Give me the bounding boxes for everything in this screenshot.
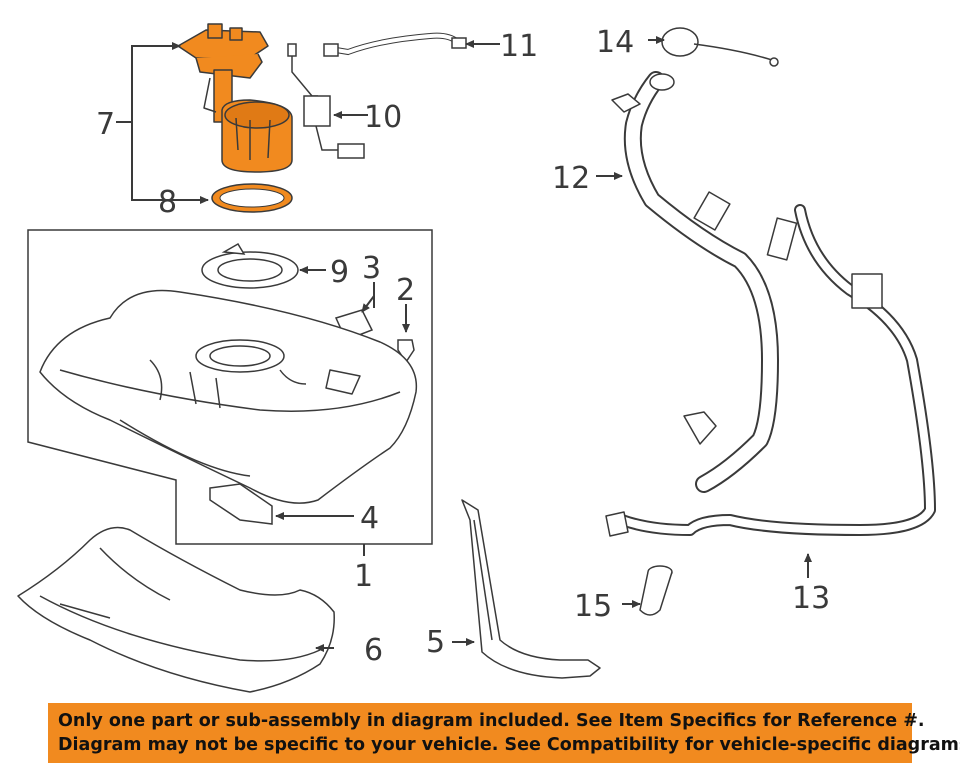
heat-shield	[17, 526, 335, 693]
callout-9: 9	[330, 255, 349, 290]
callout-12: 12	[552, 161, 590, 196]
bottom-pad	[209, 483, 273, 525]
fuel-tank	[39, 289, 418, 504]
callout-8: 8	[158, 185, 177, 220]
fill-funnel	[639, 565, 673, 616]
notice-line-1: Only one part or sub-assembly in diagram…	[58, 711, 925, 731]
pump-seal-ring	[211, 183, 293, 213]
callout-3: 3	[362, 251, 381, 286]
tank-strap	[461, 499, 601, 679]
retaining-clip	[397, 339, 415, 364]
callout-11: 11	[500, 29, 538, 64]
notice-banner: Only one part or sub-assembly in diagram…	[48, 703, 960, 763]
filler-pipe	[611, 71, 779, 493]
callout-1: 1	[354, 559, 373, 594]
callout-15: 15	[574, 589, 612, 624]
callout-7: 7	[96, 107, 115, 142]
callout-6: 6	[364, 633, 383, 668]
sensor-harness	[287, 43, 365, 159]
vent-hose	[605, 204, 936, 537]
callout-leaders	[275, 36, 812, 652]
callout-bracket-7-8	[131, 45, 180, 201]
callout-13: 13	[792, 581, 830, 616]
notice-line-2: Diagram may not be specific to your vehi…	[58, 735, 960, 755]
fuel-cap	[661, 27, 779, 67]
vapor-hose	[323, 32, 467, 57]
callout-4: 4	[360, 501, 379, 536]
lock-ring	[201, 242, 299, 289]
callout-14: 14	[596, 25, 634, 60]
callout-5: 5	[426, 625, 445, 660]
fuel-tank-frame	[27, 229, 433, 545]
fuel-pump-module	[177, 23, 293, 173]
callout-2: 2	[396, 273, 415, 308]
callout-10: 10	[364, 100, 402, 135]
